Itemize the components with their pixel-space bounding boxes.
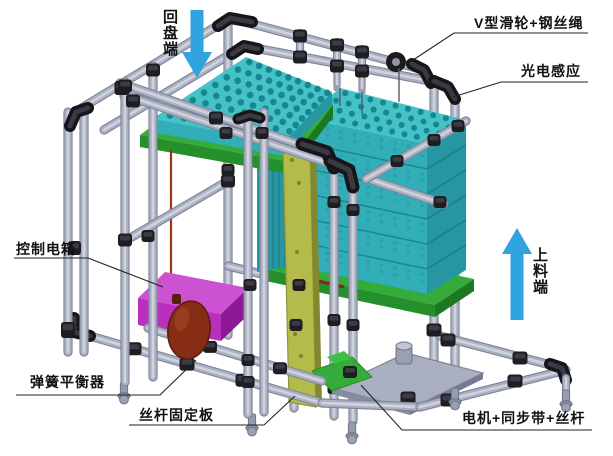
label-v-pulley-wire-rope: V型滑轮+钢丝绳 (474, 15, 584, 31)
frame-front (61, 61, 471, 419)
annotation-leaders (14, 32, 592, 431)
label-motor-belt-screw: 电机+同步带+丝杆 (462, 410, 586, 426)
leader-screw-plate (129, 395, 296, 426)
leader-spring-balancer (16, 359, 197, 396)
leader-motor (360, 384, 592, 431)
leader-photoelectric (452, 81, 588, 98)
frame-bottom (68, 312, 573, 445)
leader-pulley (406, 32, 588, 65)
label-photoelectric-sensor: 光电感应 (521, 63, 581, 79)
label-screw-fixing-plate: 丝杆固定板 (139, 407, 214, 423)
leader-control-box (14, 257, 164, 288)
label-spring-balancer: 弹簧平衡器 (30, 374, 105, 390)
feed-end-arrow-up (502, 228, 532, 320)
screw-rod-fixing-plate (282, 141, 322, 408)
return-end-arrow-down (182, 10, 212, 78)
label-return-end: 回 盘 端 (163, 9, 179, 58)
label-feed-end: 上 料 端 (533, 247, 549, 296)
spring-balancer (167, 294, 211, 360)
label-control-box: 控制电箱 (16, 241, 76, 257)
